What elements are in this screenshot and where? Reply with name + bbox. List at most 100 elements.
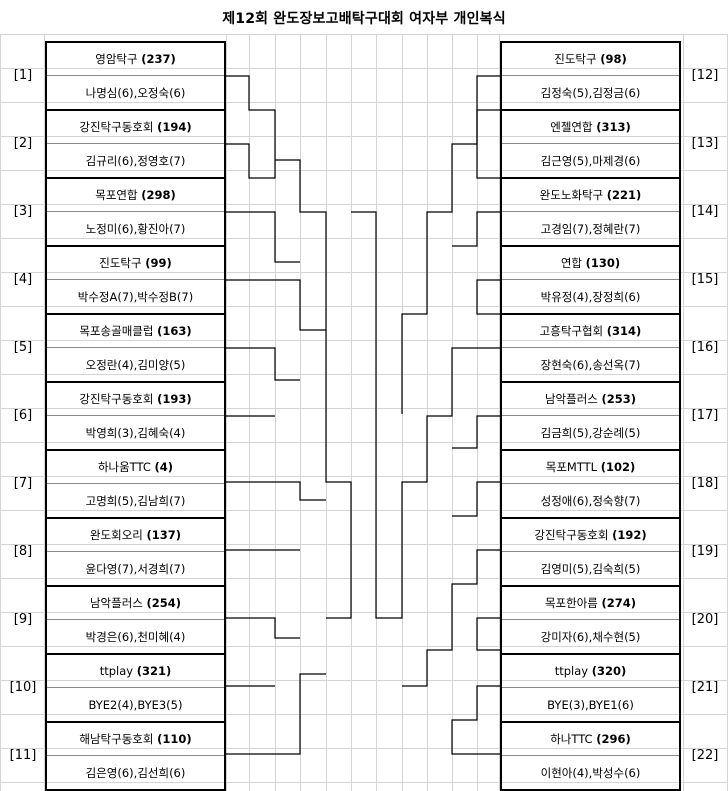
- team-name: 고흥탁구협회: [539, 324, 604, 338]
- entry-box: 강진탁구동호회 (194) 김규리(6),정영호(7): [45, 110, 226, 178]
- bracket-line: [226, 673, 326, 755]
- seed-label: [1]: [13, 68, 33, 83]
- entry-box: 목포연합 (298) 노정미(6),황진아(7): [45, 178, 226, 246]
- players-cell: 김은영(6),김선희(6): [85, 766, 186, 780]
- team-number: (298): [141, 188, 176, 202]
- team-number: (320): [591, 664, 627, 678]
- players-cell: 성정애(6),정숙향(7): [540, 494, 641, 508]
- team-number: (221): [606, 188, 642, 202]
- bracket-line: [452, 211, 500, 247]
- bracket-line: [402, 549, 500, 687]
- team-name: 남악플러스: [89, 596, 143, 610]
- team-cell: 완도회오리 (137): [47, 518, 224, 552]
- box-rule: [500, 653, 681, 655]
- entry-box: 강진탁구동호회 (192) 김영미(5),김숙희(5): [500, 518, 681, 586]
- box-rule: [45, 109, 226, 111]
- team-cell: ttplay (320): [502, 654, 679, 688]
- team-number: (194): [157, 120, 192, 134]
- bracket-line: [451, 685, 500, 755]
- entry-box: 고흥탁구협회 (314)장현숙(6),송선옥(7): [500, 314, 681, 382]
- players-cell: 노정미(6),황진아(7): [85, 222, 186, 236]
- bracket-line: [476, 279, 500, 315]
- team-name: 목포MTTL: [545, 460, 598, 474]
- bracket-line: [452, 415, 500, 449]
- team-cell: 목포연합 (298): [47, 178, 224, 212]
- players-cell: 김규리(6),정영호(7): [85, 154, 186, 168]
- players-cell: 오정란(4),김미양(5): [85, 358, 186, 372]
- box-rule: [45, 313, 226, 315]
- players-cell: 나명심(6),오정숙(6): [85, 86, 186, 100]
- team-name: 목포한아름: [544, 596, 598, 610]
- team-name: 강진탁구동호회: [534, 528, 609, 542]
- team-number: (102): [600, 460, 636, 474]
- box-rule: [500, 721, 681, 723]
- team-number: (321): [136, 664, 172, 678]
- team-name: ttplay: [99, 664, 134, 678]
- players-cell: 박영희(3),김혜숙(4): [85, 426, 186, 440]
- players-cell: 김영미(5),김숙희(5): [540, 562, 641, 576]
- seed-label: [22]: [691, 748, 719, 763]
- team-number: (254): [146, 596, 182, 610]
- seed-label: [19]: [691, 544, 719, 559]
- box-rule: [500, 381, 681, 383]
- entry-box: 영암탁구 (237)나명심(6),오정숙(6): [45, 42, 226, 110]
- page-title: 제12회 완도장보고배탁구대회 여자부 개인복식: [222, 11, 506, 27]
- bracket-line: [351, 211, 500, 619]
- box-rule: [500, 313, 681, 315]
- seed-label: [6]: [13, 408, 33, 423]
- seed-label: [2]: [13, 136, 33, 151]
- bracket-line: [476, 109, 500, 179]
- team-cell: 하나움TTC (4): [47, 450, 224, 484]
- team-name: 강진탁구동호회: [79, 120, 154, 134]
- players-cell: 박경은(6),천미혜(4): [85, 630, 186, 644]
- seed-label: [14]: [691, 204, 719, 219]
- entry-box: 하나움TTC (4) 고명희(5),김남희(7): [45, 450, 226, 518]
- seed-label: [13]: [691, 136, 719, 151]
- seed-label: [3]: [13, 204, 33, 219]
- box-rule: [45, 381, 226, 383]
- team-number: (137): [146, 528, 182, 542]
- team-number: (4): [154, 460, 174, 474]
- entry-box: 목포한아름 (274) 강미자(6),채수현(5): [500, 586, 681, 654]
- team-number: (130): [585, 256, 621, 270]
- players-cell: 김근영(5),마제경(6): [540, 154, 641, 168]
- team-cell: 남악플러스 (254): [47, 586, 224, 620]
- entry-box: 해남탁구동호회 (110) 김은영(6),김선희(6): [45, 722, 226, 790]
- team-name: 목포송골매클럽: [79, 324, 154, 338]
- bracket-line: [226, 75, 352, 619]
- seed-label: [7]: [13, 476, 33, 491]
- team-name: 진도탁구: [554, 52, 597, 66]
- team-number: (274): [601, 596, 637, 610]
- seed-label: [17]: [691, 408, 719, 423]
- entry-box: 목포MTTL (102) 성정애(6),정숙향(7): [500, 450, 681, 518]
- seed-label: [9]: [13, 612, 33, 627]
- entry-box: 연합 (130) 박유정(4),장정희(6): [500, 246, 681, 314]
- team-cell: 강진탁구동호회 (192): [502, 518, 679, 552]
- players-cell: 고경임(7),정혜란(7): [540, 222, 641, 236]
- box-rule: [500, 109, 681, 111]
- players-cell: 고명희(5),김남희(7): [85, 494, 186, 508]
- box-rule: [45, 721, 226, 723]
- team-number: (313): [596, 120, 631, 134]
- team-name: 목포연합: [95, 188, 138, 202]
- box-rule: [45, 653, 226, 655]
- players-cell: 윤다영(7),서경희(7): [85, 562, 186, 576]
- box-rule: [45, 585, 226, 587]
- team-name: 연합: [560, 256, 582, 270]
- box-rule: [500, 789, 681, 791]
- entry-box: ttplay (321)BYE2(4),BYE3(5): [45, 654, 226, 722]
- box-rule: [45, 789, 226, 791]
- seed-label: [12]: [691, 68, 719, 83]
- entry-box: 진도탁구 (98)김정숙(5),김정금(6): [500, 42, 681, 110]
- team-number: (192): [612, 528, 647, 542]
- seed-label: [16]: [691, 340, 719, 355]
- players-cell: 강미자(6),채수현(5): [540, 630, 641, 644]
- team-number: (314): [606, 324, 642, 338]
- bracket-line: [401, 75, 500, 414]
- players-cell: 박유정(4),장정희(6): [540, 290, 641, 304]
- team-cell: 해남탁구동호회 (110): [47, 722, 224, 756]
- team-cell: 엔젤연합 (313): [502, 110, 679, 144]
- seed-label: [4]: [13, 272, 33, 287]
